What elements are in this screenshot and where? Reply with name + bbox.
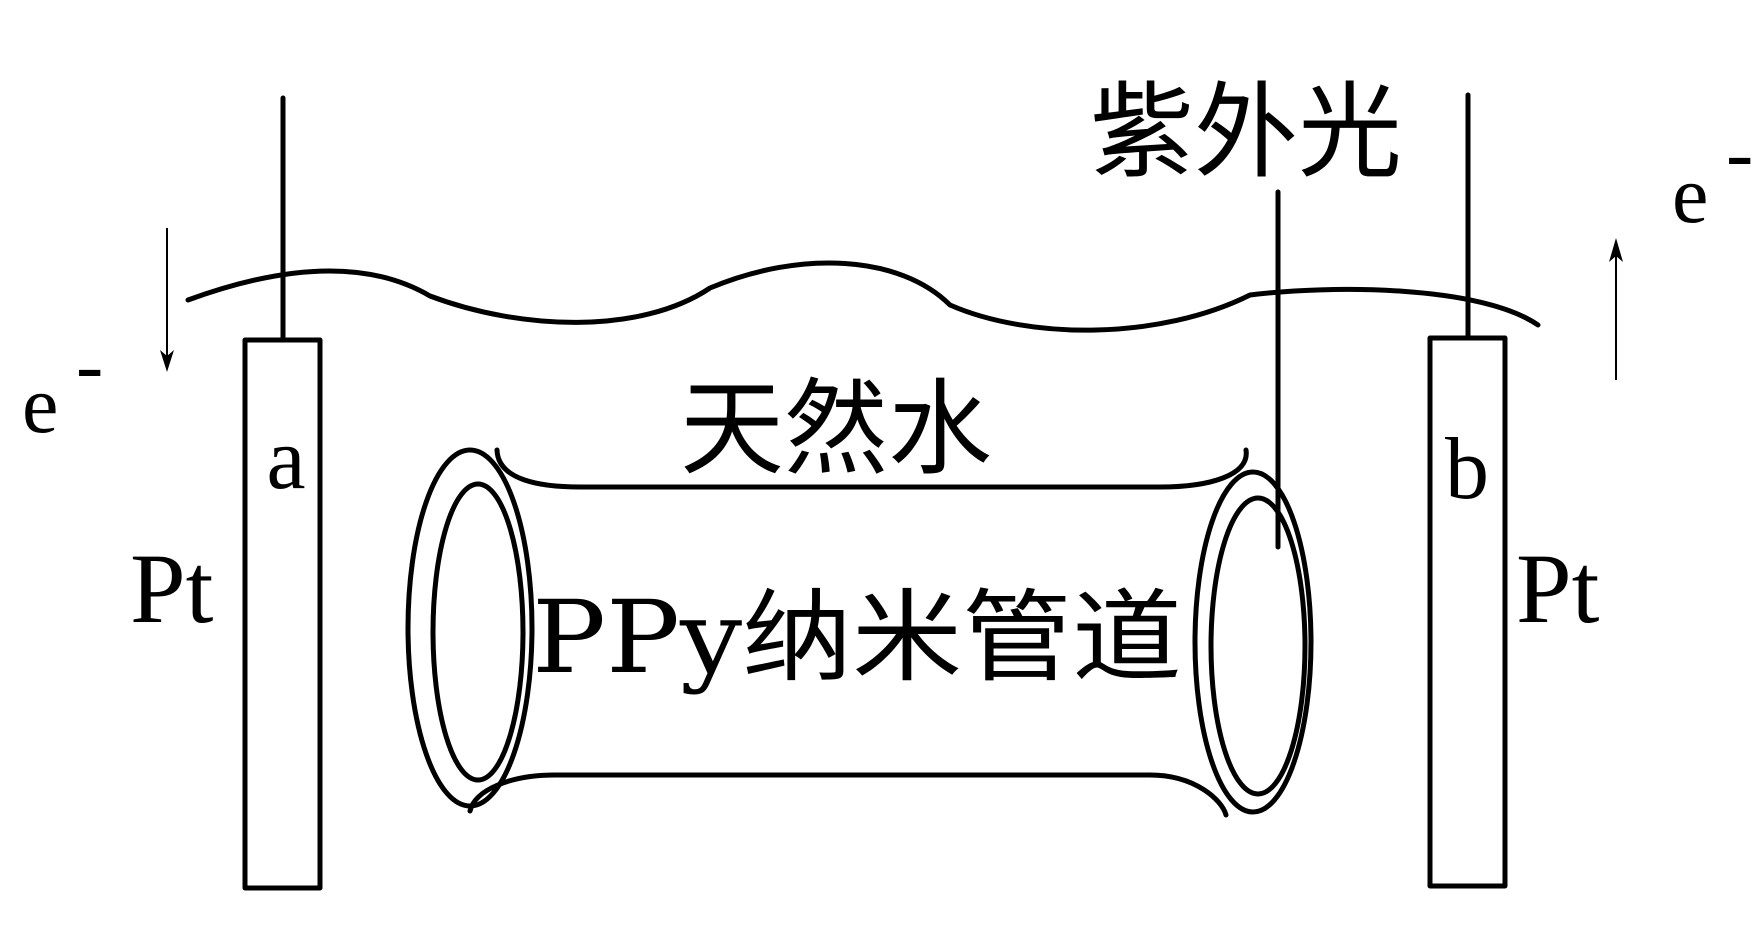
svg-text:e: e — [1672, 149, 1708, 240]
electron-label-left: e - — [22, 319, 103, 450]
svg-text:e: e — [22, 359, 58, 450]
natural-water-label: 天然水 — [680, 368, 992, 490]
electron-charge-left: - — [76, 319, 103, 410]
electron-arrow-down — [160, 228, 174, 372]
electron-arrow-up — [1609, 238, 1623, 380]
uv-light-label: 紫外光 — [1090, 71, 1402, 193]
nanochannel-label: PPy纳米管道 — [532, 579, 1182, 696]
tube-right-outer-ring — [1192, 469, 1314, 815]
electron-label-right: e - — [1672, 107, 1753, 240]
electron-charge-right: - — [1726, 107, 1753, 198]
electrode-b-letter: b — [1445, 421, 1489, 518]
electrode-a-letter: a — [266, 411, 305, 508]
tube-left-inner-ring — [430, 481, 526, 783]
water-surface-line — [185, 260, 1541, 333]
tube-right-inner-ring — [1208, 495, 1308, 797]
electrode-a-material: Pt — [130, 533, 214, 644]
electrode-b-material: Pt — [1516, 533, 1600, 644]
tube-left-outer-ring — [405, 447, 535, 809]
ppy-nanochannel — [405, 447, 1314, 818]
